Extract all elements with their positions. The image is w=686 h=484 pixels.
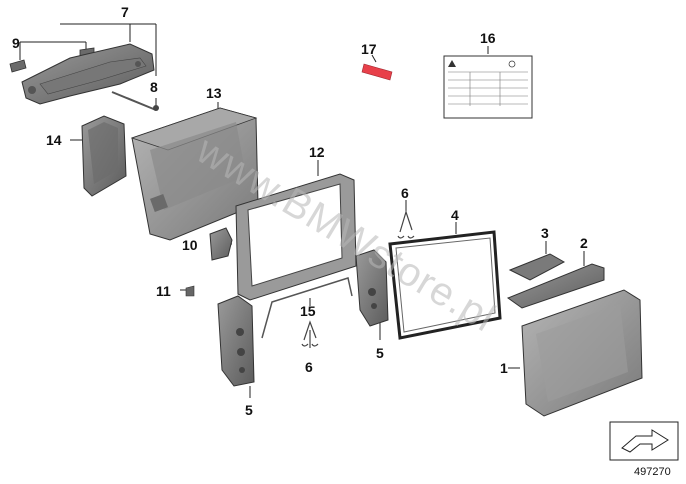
callout-14: 14	[46, 132, 62, 148]
part-5-hinge-lower	[217, 295, 255, 387]
callout-12: 12	[309, 144, 325, 160]
part-12-frame	[235, 173, 357, 301]
part-10-latch	[209, 227, 233, 261]
callout-1: 1	[500, 360, 508, 376]
part-16-label	[443, 55, 533, 119]
callout-11: 11	[156, 283, 171, 299]
callout-4: 4	[451, 207, 459, 223]
callout-6-lower: 6	[305, 359, 313, 375]
part-4-gasket	[388, 230, 502, 340]
diagram-reference-number: 497270	[634, 466, 671, 478]
part-5-hinge-upper	[355, 249, 389, 327]
callout-13: 13	[206, 85, 222, 101]
part-2-rail	[506, 263, 605, 309]
callout-5-upper: 5	[376, 345, 384, 361]
part-3-lid	[508, 253, 566, 281]
part-17-reflector	[361, 63, 393, 81]
callout-3: 3	[541, 225, 549, 241]
part-6-clips	[301, 210, 415, 347]
part-14-panel	[81, 115, 127, 197]
callout-6-upper: 6	[401, 185, 409, 201]
callout-7: 7	[121, 4, 129, 20]
callout-10: 10	[182, 237, 198, 253]
orientation-arrow-icon	[609, 421, 679, 461]
callout-5-lower: 5	[245, 402, 253, 418]
callout-16: 16	[480, 30, 496, 46]
part-7-carrier	[21, 43, 155, 105]
callout-2: 2	[580, 235, 588, 251]
leader-lines	[19, 23, 585, 398]
part-13-inner-case	[130, 107, 259, 241]
callout-15: 15	[300, 303, 316, 319]
callout-17: 17	[361, 41, 377, 57]
callout-9: 9	[12, 35, 20, 51]
part-1-outer-lid	[521, 289, 643, 417]
callout-8: 8	[150, 79, 158, 95]
part-11-nut	[185, 285, 195, 297]
part-15-wire	[261, 277, 353, 339]
part-8-rod	[111, 91, 159, 111]
